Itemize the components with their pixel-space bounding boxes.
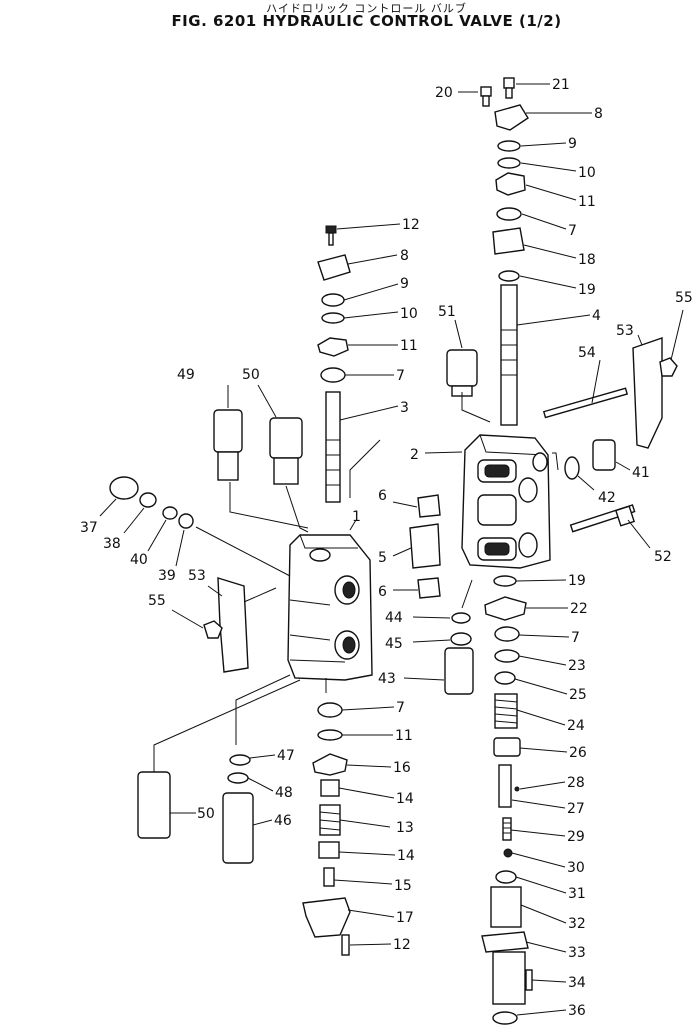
callout-16: 16	[393, 760, 411, 776]
callout-24: 24	[567, 718, 585, 734]
callout-50: 50	[197, 806, 215, 822]
callout-4: 4	[592, 308, 601, 324]
valve-body-2	[461, 434, 551, 569]
callout-13: 13	[396, 820, 414, 836]
callout-19: 19	[578, 282, 596, 298]
callout-7: 7	[396, 368, 405, 384]
callout-33: 33	[568, 945, 586, 961]
callout-7: 7	[396, 700, 405, 716]
callout-5: 5	[378, 550, 387, 566]
callout-46: 46	[274, 813, 292, 829]
callout-28: 28	[567, 775, 585, 791]
callout-39: 39	[158, 568, 176, 584]
callout-27: 27	[567, 801, 585, 817]
callout-6: 6	[378, 488, 387, 504]
callout-53: 53	[616, 323, 634, 339]
callout-55: 55	[675, 290, 693, 306]
callout-2: 2	[410, 447, 419, 463]
callout-11: 11	[395, 728, 413, 744]
right-spool-stack	[480, 77, 529, 426]
callout-36: 34	[568, 975, 586, 991]
callout-11: 11	[578, 194, 596, 210]
callout-15: 15	[394, 878, 412, 894]
callout-52: 52	[654, 549, 672, 565]
callout-20: 20	[435, 85, 453, 101]
lower-left-stack	[302, 702, 351, 956]
callout-49: 49	[177, 367, 195, 383]
callout-51: 51	[438, 304, 456, 320]
callout-21: 21	[552, 77, 570, 93]
callout-40: 40	[130, 552, 148, 568]
callout-19: 19	[568, 573, 586, 589]
callout-53: 53	[188, 568, 206, 584]
callout-38: 38	[103, 536, 121, 552]
callout-1: 1	[352, 509, 361, 525]
left-relief-valves	[109, 409, 303, 864]
callout-47: 47	[277, 748, 295, 764]
callout-7: 7	[568, 223, 577, 239]
callout-50: 50	[242, 367, 260, 383]
callout-22: 22	[570, 601, 588, 617]
callout-31: 31	[568, 886, 586, 902]
callout-23: 23	[568, 658, 586, 674]
callout-32: 32	[568, 916, 586, 932]
callout-labels: 1 2 3 4 5 6 6 7 7 7 7 7 8 8 9 9 10 10 11…	[80, 77, 693, 1019]
callout-55: 55	[148, 593, 166, 609]
figure-title-japanese: ハイドロリック コントロール バルブ	[266, 2, 467, 15]
right-side-parts	[409, 337, 678, 695]
callout-3: 3	[400, 400, 409, 416]
callout-10: 10	[400, 306, 418, 322]
callout-25: 25	[569, 687, 587, 703]
callout-41: 41	[632, 465, 650, 481]
leader-lines	[99, 83, 684, 1016]
callout-37: 37	[80, 520, 98, 536]
callout-48: 48	[275, 785, 293, 801]
lower-right-stack	[481, 575, 533, 1025]
callout-44: 44	[385, 610, 403, 626]
callout-26: 26	[569, 745, 587, 761]
callout-12: 12	[402, 217, 420, 233]
callout-43: 43	[378, 671, 396, 687]
figure-title: FIG. 6201 HYDRAULIC CONTROL VALVE (1/2)	[171, 12, 562, 30]
callout-11: 11	[400, 338, 418, 354]
callout-8: 8	[400, 248, 409, 264]
callout-10: 10	[578, 165, 596, 181]
callout-14: 14	[397, 848, 415, 864]
callout-18: 18	[578, 252, 596, 268]
callout-34: 36	[568, 1003, 586, 1019]
left-spool-stack	[317, 225, 351, 503]
callout-6: 6	[378, 584, 387, 600]
callout-14: 14	[396, 791, 414, 807]
callout-7: 7	[571, 630, 580, 646]
callout-54: 54	[578, 345, 596, 361]
callout-42: 42	[598, 490, 616, 506]
callout-45: 45	[385, 636, 403, 652]
valve-body-1	[287, 534, 373, 681]
callout-29: 29	[567, 829, 585, 845]
callout-9: 9	[568, 136, 577, 152]
callout-17: 17	[396, 910, 414, 926]
callout-8: 8	[594, 106, 603, 122]
callout-9: 9	[400, 276, 409, 292]
callout-12: 12	[393, 937, 411, 953]
callout-30: 30	[567, 860, 585, 876]
